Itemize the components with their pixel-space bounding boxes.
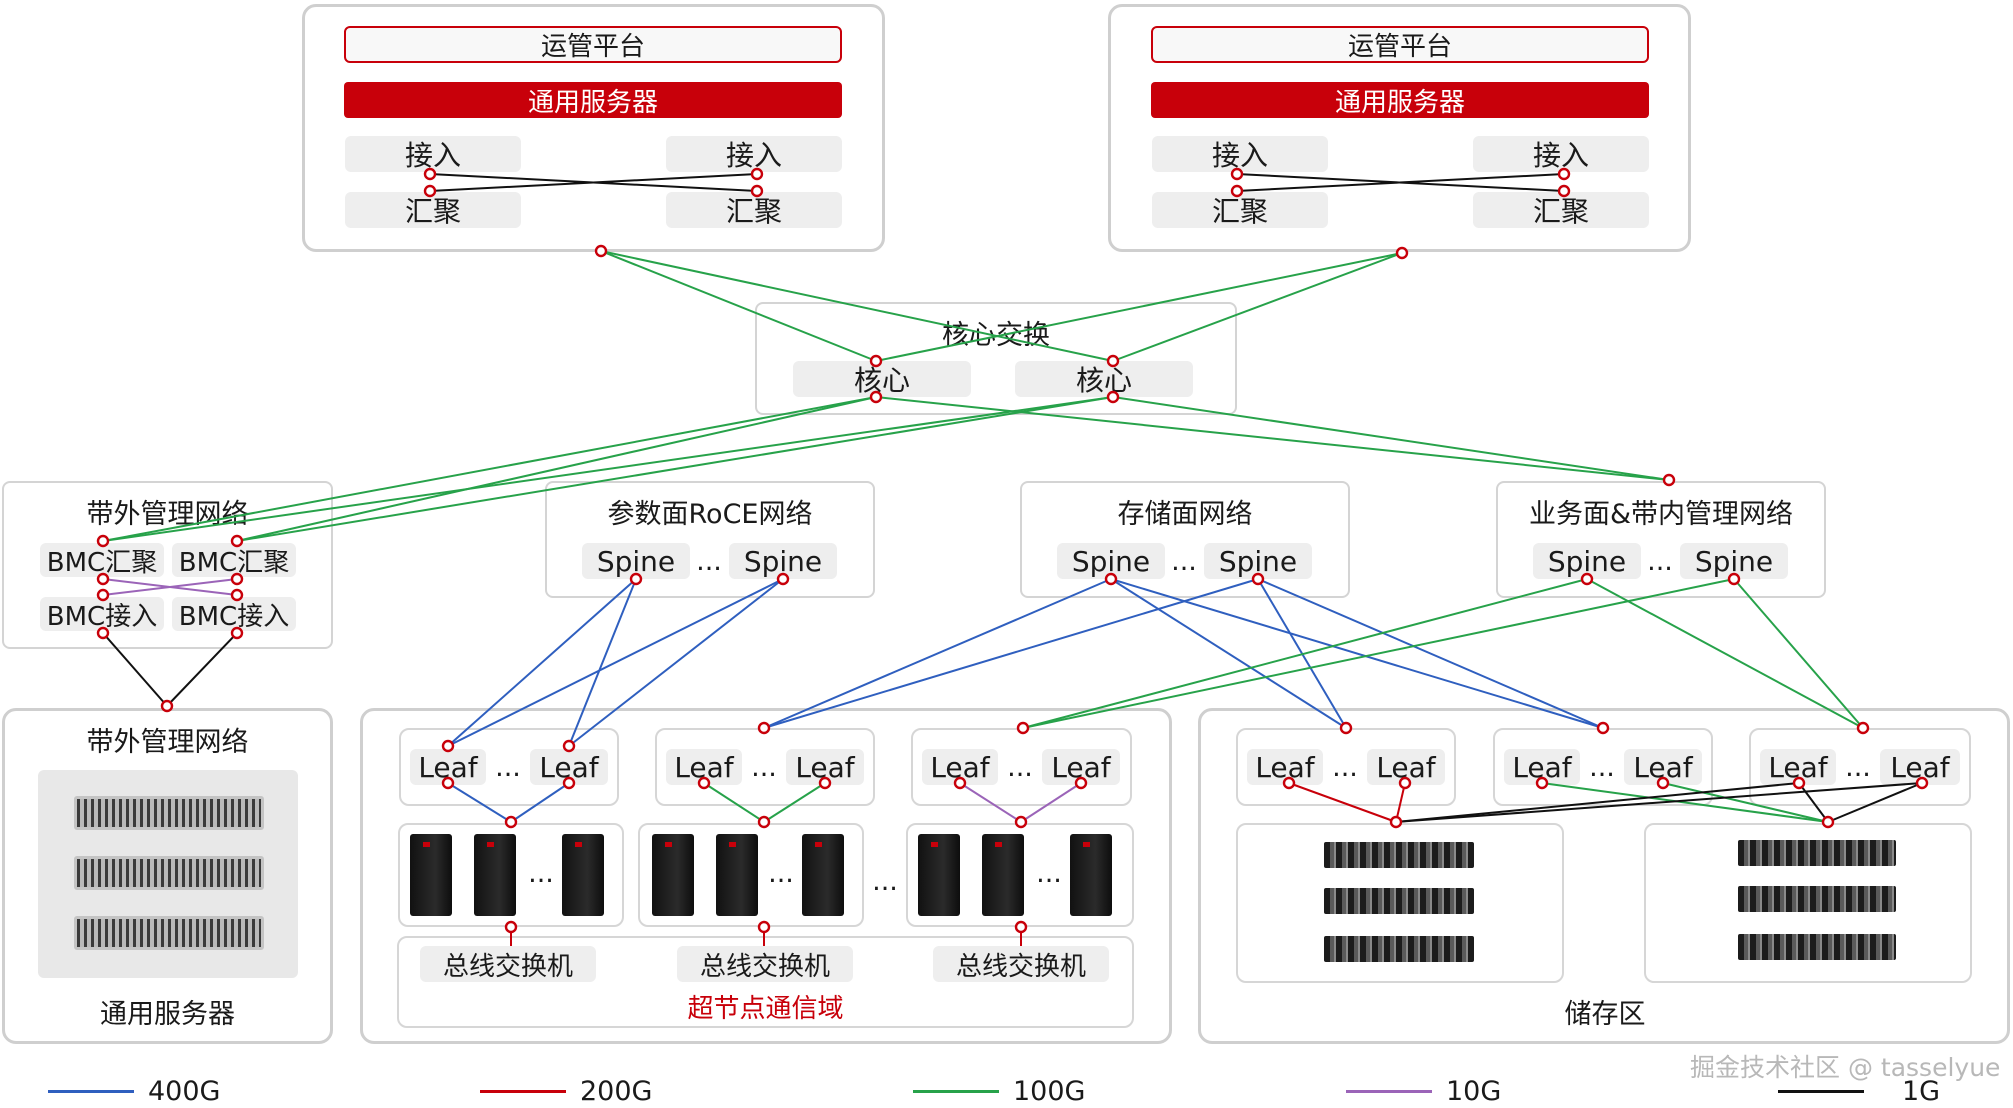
- ops-platform-title: 运管平台: [1151, 26, 1649, 63]
- access-switch: 接入: [345, 136, 521, 172]
- storage-server-image: [1738, 840, 1896, 866]
- storage-server-image: [1738, 934, 1896, 960]
- oob-server-title: 带外管理网络: [86, 726, 249, 758]
- bus-switch: 总线交换机: [677, 946, 853, 982]
- core-switch: 核心: [793, 361, 971, 397]
- tower-server-image: [802, 834, 844, 916]
- storage-server-image: [1324, 888, 1474, 914]
- tower-server-image: [410, 834, 452, 916]
- roce-network-title: 参数面RoCE网络: [607, 498, 813, 530]
- ellipsis: ...: [1036, 857, 1062, 889]
- legend-line-green: [913, 1089, 999, 1093]
- storage-network-title: 存储面网络: [1117, 498, 1253, 530]
- legend-item-400g: 400G: [48, 1074, 220, 1108]
- business-network-title: 业务面&带内管理网络: [1528, 498, 1794, 530]
- storage-zone-label: 储存区: [1564, 998, 1646, 1030]
- leaf-switch: Leaf: [922, 749, 998, 785]
- rack-server-image: [74, 796, 264, 830]
- leaf-switch: Leaf: [1624, 749, 1702, 785]
- bus-switch: 总线交换机: [420, 946, 596, 982]
- legend-label: 10G: [1446, 1075, 1502, 1107]
- ellipsis: ...: [1171, 545, 1197, 577]
- legend-item-100g: 100G: [913, 1074, 1085, 1108]
- ellipsis: ...: [1589, 751, 1615, 783]
- ellipsis: ...: [1332, 751, 1358, 783]
- legend-line-purple: [1346, 1089, 1432, 1093]
- aggregation-switch: 汇聚: [666, 192, 842, 228]
- legend-item-200g: 200G: [480, 1074, 652, 1108]
- leaf-switch: Leaf: [410, 749, 486, 785]
- ellipsis: ...: [495, 751, 521, 783]
- tower-server-image: [652, 834, 694, 916]
- supernode-domain-label: 超节点通信域: [687, 993, 844, 1024]
- ellipsis: ...: [696, 545, 722, 577]
- tower-server-image: [474, 834, 516, 916]
- spine-switch: Spine: [729, 543, 837, 579]
- bmc-access-switch: BMC接入: [40, 597, 164, 632]
- spine-switch: Spine: [1533, 543, 1641, 579]
- access-switch: 接入: [666, 136, 842, 172]
- legend-line-black: [1778, 1089, 1864, 1093]
- legend-label: 400G: [148, 1075, 221, 1107]
- oob-network-title: 带外管理网络: [86, 498, 249, 530]
- general-server-bar: 通用服务器: [1151, 82, 1649, 118]
- spine-switch: Spine: [1204, 543, 1312, 579]
- legend-line-blue: [48, 1089, 134, 1093]
- bmc-aggregation-switch: BMC汇聚: [172, 543, 296, 578]
- bmc-access-switch: BMC接入: [172, 597, 296, 632]
- leaf-switch: Leaf: [666, 749, 742, 785]
- rack-server-image: [74, 916, 264, 950]
- legend-label: 100G: [1013, 1075, 1086, 1107]
- leaf-switch: Leaf: [1367, 749, 1445, 785]
- ops-platform-title: 运管平台: [344, 26, 842, 63]
- storage-server-image: [1324, 936, 1474, 962]
- ellipsis: ...: [528, 857, 554, 889]
- ellipsis: ...: [1007, 751, 1033, 783]
- spine-switch: Spine: [1057, 543, 1165, 579]
- ellipsis: ...: [1845, 751, 1871, 783]
- bmc-aggregation-switch: BMC汇聚: [40, 543, 164, 578]
- leaf-switch: Leaf: [1880, 749, 1960, 785]
- leaf-switch: Leaf: [786, 749, 864, 785]
- tower-server-image: [918, 834, 960, 916]
- access-switch: 接入: [1473, 136, 1649, 172]
- legend-item-1g: 1G: [1778, 1074, 1940, 1108]
- ellipsis: ...: [1647, 545, 1673, 577]
- aggregation-switch: 汇聚: [345, 192, 521, 228]
- spine-switch: Spine: [582, 543, 690, 579]
- tower-server-image: [716, 834, 758, 916]
- general-server-bar: 通用服务器: [344, 82, 842, 118]
- watermark: 掘金技术社区 @ tasselyue: [1690, 1053, 2001, 1082]
- leaf-switch: Leaf: [1247, 749, 1323, 785]
- core-switch: 核心: [1015, 361, 1193, 397]
- legend-line-red: [480, 1089, 566, 1093]
- leaf-switch: Leaf: [1504, 749, 1580, 785]
- leaf-switch: Leaf: [530, 749, 608, 785]
- spine-switch: Spine: [1680, 543, 1788, 579]
- tower-server-image: [982, 834, 1024, 916]
- leaf-switch: Leaf: [1042, 749, 1120, 785]
- core-switch-title: 核心交换: [942, 319, 1050, 351]
- rack-server-image: [74, 856, 264, 890]
- general-server-label: 通用服务器: [100, 998, 235, 1030]
- ellipsis: ...: [768, 857, 794, 889]
- legend-item-10g: 10G: [1346, 1074, 1501, 1108]
- aggregation-switch: 汇聚: [1152, 192, 1328, 228]
- storage-server-image: [1738, 886, 1896, 912]
- ellipsis: ...: [751, 751, 777, 783]
- tower-server-image: [562, 834, 604, 916]
- leaf-switch: Leaf: [1760, 749, 1836, 785]
- aggregation-switch: 汇聚: [1473, 192, 1649, 228]
- ellipsis: ...: [872, 865, 898, 897]
- tower-server-image: [1070, 834, 1112, 916]
- storage-server-image: [1324, 842, 1474, 868]
- access-switch: 接入: [1152, 136, 1328, 172]
- bus-switch: 总线交换机: [933, 946, 1109, 982]
- legend-label: 200G: [580, 1075, 653, 1107]
- legend-label: 1G: [1902, 1075, 1941, 1107]
